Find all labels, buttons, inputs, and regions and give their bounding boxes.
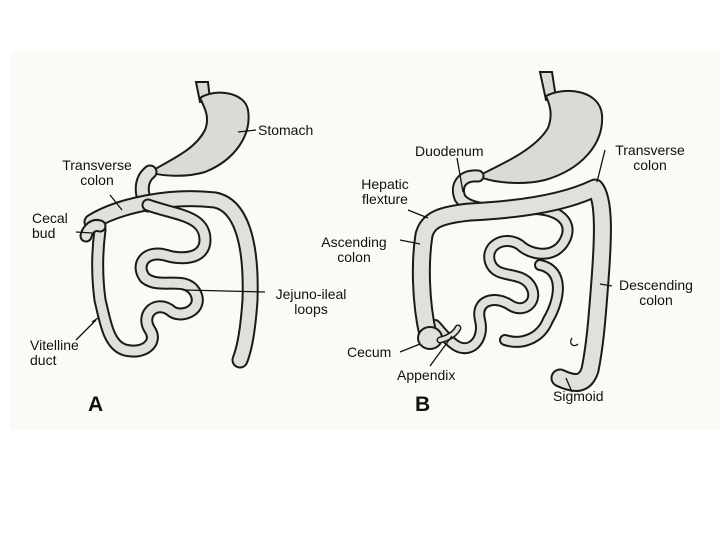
panel-label-a: A <box>88 393 103 417</box>
label-cecum: Cecum <box>347 345 391 360</box>
label-sigmoid: Sigmoid <box>553 389 604 404</box>
b-stomach-shape <box>478 91 602 183</box>
label-hepatic-flexture: Hepatic flexture <box>340 177 430 207</box>
label-vitelline-duct: Vitelline duct <box>30 338 79 368</box>
label-transverse-colon-b: Transverse colon <box>600 143 700 173</box>
label-jejuno-ileal-loops: Jejuno-ileal loops <box>256 287 366 317</box>
label-ascending-colon: Ascending colon <box>306 235 402 265</box>
a-stomach-shape <box>150 93 249 176</box>
label-stomach: Stomach <box>258 123 313 138</box>
panel-label-b: B <box>415 393 430 417</box>
label-appendix: Appendix <box>397 368 455 383</box>
label-descending-colon: Descending colon <box>606 278 706 308</box>
label-cecal-bud: Cecal bud <box>32 211 68 241</box>
a-intestine-tube <box>86 172 250 360</box>
label-duodenum: Duodenum <box>415 144 484 159</box>
panel-a-drawing <box>86 82 250 360</box>
panel-b-drawing <box>418 72 602 383</box>
b-intestine-tube <box>418 176 602 383</box>
label-transverse-colon-a: Transverse colon <box>52 158 142 188</box>
